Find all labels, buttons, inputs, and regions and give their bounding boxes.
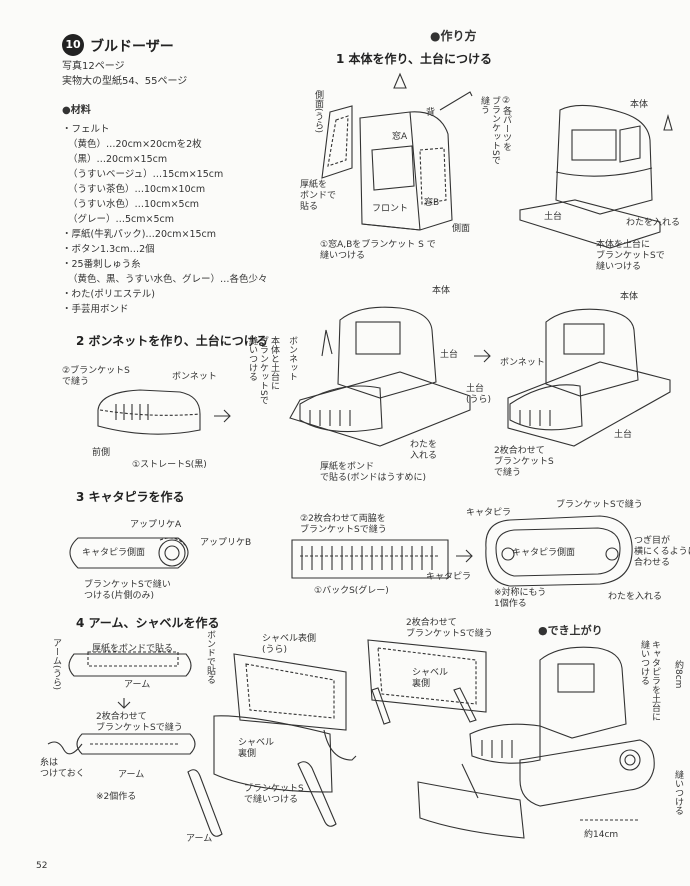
material-item: ・わた(ポリエステル) — [62, 289, 155, 300]
step4-label-bond: ボンドで貼る — [205, 630, 215, 684]
finished-cat-note: キャタピラを土台に 縫いつける — [639, 640, 660, 721]
step3-label-blanket-sew: ブランケットSで縫う — [556, 500, 643, 510]
material-item: （黄色、黒、うすい水色、グレー）…各色少々 — [68, 274, 268, 285]
finished-bulldozer-drawing — [417, 646, 655, 839]
step3-label-caterpillar: キャタピラ — [426, 572, 472, 582]
step3-label-side-face: キャタピラ側面 — [82, 548, 146, 558]
material-item: ・ボタン1.3cm…2個 — [62, 244, 155, 255]
materials-list: ・フェルト （黄色）…20cm×20cmを2枚 （黒）…20cm×15cm （う… — [62, 122, 268, 317]
step2-assembly-drawing — [289, 306, 471, 447]
step2-label-two-sheets: 2枚合わせて ブランケットS で縫う — [494, 446, 554, 478]
step1-label-back: 背 — [426, 108, 436, 118]
step3-caterpillar-finished-drawing — [485, 515, 633, 587]
step3-label-two-sheets: ②2枚合わせて両脇を ブランケットSで縫う — [300, 514, 387, 535]
material-item: ・厚紙(牛乳パック)…20cm×15cm — [62, 229, 217, 240]
step2-label-straight: ①ストレートS(黒) — [132, 460, 207, 470]
step1-label-window-b: 窓B — [424, 198, 440, 208]
step4-label-arm-back: アーム(うら) — [51, 638, 61, 691]
project-number-badge: 10 — [62, 34, 84, 56]
step3-label-back-stitch: ①バックS(グレー) — [314, 586, 389, 596]
step2-label-base: 土台 — [440, 350, 459, 360]
step2-bonnet-drawing — [97, 389, 231, 435]
step1-body-on-base-drawing — [519, 104, 673, 249]
step3-label-side-face2: キャタピラ側面 — [512, 548, 576, 558]
step3-caterpillar-strip-drawing — [291, 539, 473, 579]
step4-label-thread: 糸は つけておく — [40, 758, 85, 779]
step3-label-caterpillar2: キャタピラ — [466, 508, 512, 518]
step1-label-side: 側面 — [452, 224, 471, 234]
step4-title: 4 アーム、シャベルを作る — [76, 616, 220, 630]
step2-label-body-base: 本体と土台に ブランケットSで 縫いつける — [247, 336, 279, 405]
step4-shovel-drawing — [187, 653, 391, 837]
step2-label-stuffing: わたを 入れる — [410, 440, 438, 461]
material-item: （うすいベージュ）…15cm×15cm — [68, 169, 224, 180]
step2-label-cardboard: 厚紙をボンド で貼る(ボンドはうすめに) — [320, 462, 427, 483]
step2-finished-drawing — [474, 308, 671, 447]
step1-label-side-back: 側面(うら) — [313, 90, 323, 134]
step3-label-stuffing: わたを入れる — [608, 592, 663, 602]
step1-label-body: 本体 — [630, 100, 649, 110]
step1-label-body-to-base: 本体を土台に ブランケットSで 縫いつける — [596, 240, 665, 272]
step2-label-body: 本体 — [432, 286, 451, 296]
step2-label-body2: 本体 — [620, 292, 639, 302]
step4-label-arm3: アーム — [186, 834, 213, 844]
material-item: （うすい水色）…10cm×5cm — [68, 199, 200, 210]
step4-label-blanket-attach: ブランケットS で縫いつける — [244, 784, 304, 805]
step4-label-shovel-back: シャベル表側 (うら) — [262, 634, 317, 655]
step3-label-seam-note: つぎ目が 横にくるように 合わせる — [634, 536, 690, 568]
step3-label-symmetric: ※対称にもう 1個作る — [494, 588, 547, 609]
step4-label-two-sheets2: 2枚合わせて ブランケットSで縫う — [406, 618, 493, 639]
photo-reference: 写真12ページ — [62, 61, 125, 72]
materials-heading: ●材料 — [62, 105, 91, 116]
step3-label-applique-a: アップリケA — [130, 520, 182, 530]
step2-label-base2: 土台 — [614, 430, 633, 440]
step1-label-window-note: ①窓A,Bをブランケット S で 縫いつける — [320, 240, 436, 261]
finished-size: 約14cm — [584, 830, 619, 840]
step1-title: 1 本体を作り、土台につける — [336, 52, 493, 66]
step3-title: 3 キャタピラを作る — [76, 490, 185, 504]
material-item: ・フェルト — [62, 124, 110, 135]
step4-label-shovel-inner2: シャベル 裏側 — [412, 668, 449, 689]
step4-label-cardboard: 厚紙をボンドで貼る — [92, 644, 174, 654]
material-item: ・25番刺しゅう糸 — [62, 259, 141, 270]
step2-label-bonnet: ボンネット — [172, 372, 217, 382]
step4-label-arm2: アーム — [118, 770, 145, 780]
pattern-reference: 実物大の型紙54、55ページ — [62, 76, 188, 87]
material-item: （グレー）…5cm×5cm — [68, 214, 175, 225]
step1-label-parts: ②各パーツを ブランケットSで 縫う — [479, 96, 511, 165]
step2-label-bonnet-vertical: ボンネット — [287, 336, 297, 381]
step2-label-base-back: 土台 (うら) — [466, 384, 492, 405]
step1-label-cardboard: 厚紙を ボンドで 貼る — [300, 180, 337, 212]
step3-label-applique-b: アップリケB — [200, 538, 252, 548]
finished-page-edge: 約8cm — [673, 660, 683, 689]
step4-label-two-sheets: 2枚合わせて ブランケットSで縫う — [96, 712, 183, 733]
material-item: ・手芸用ボンド — [62, 304, 129, 315]
finished-side-note: 縫いつける — [673, 770, 683, 815]
how-to-heading: ●作り方 — [430, 29, 477, 43]
step4-arm-drawing — [47, 651, 196, 755]
step1-label-stuffing: わたを入れる — [626, 218, 681, 228]
step2-label-bonnet2: ボンネット — [500, 358, 545, 368]
material-item: （うすい茶色）…10cm×10cm — [68, 184, 206, 195]
step1-label-base: 土台 — [544, 212, 563, 222]
step4-label-shovel-inner: シャベル 裏側 — [238, 738, 275, 759]
step3-label-blanket-one: ブランケットSで縫い つける(片側のみ) — [84, 580, 171, 601]
material-item: （黄色）…20cm×20cmを2枚 — [68, 139, 202, 150]
step1-label-window-a: 窓A — [392, 132, 408, 142]
step4-label-arm: アーム — [124, 680, 151, 690]
page-number: 52 — [36, 861, 48, 871]
step2-label-blanket: ②ブランケットS で縫う — [62, 366, 130, 387]
step4-label-two-pieces: ※2個作る — [96, 792, 137, 802]
step2-label-front-side: 前側 — [92, 448, 111, 458]
finished-heading: ●でき上がり — [538, 624, 603, 637]
step4-shovel-inner-drawing — [367, 639, 487, 723]
step1-body-parts-drawing — [321, 72, 473, 231]
step3-caterpillar-side-drawing — [69, 537, 189, 569]
project-title: ブルドーザー — [90, 39, 174, 55]
step1-label-front: フロント — [372, 204, 409, 214]
material-item: （黒）…20cm×15cm — [68, 154, 168, 165]
step2-title: 2 ボンネットを作り、土台につける — [76, 334, 268, 348]
